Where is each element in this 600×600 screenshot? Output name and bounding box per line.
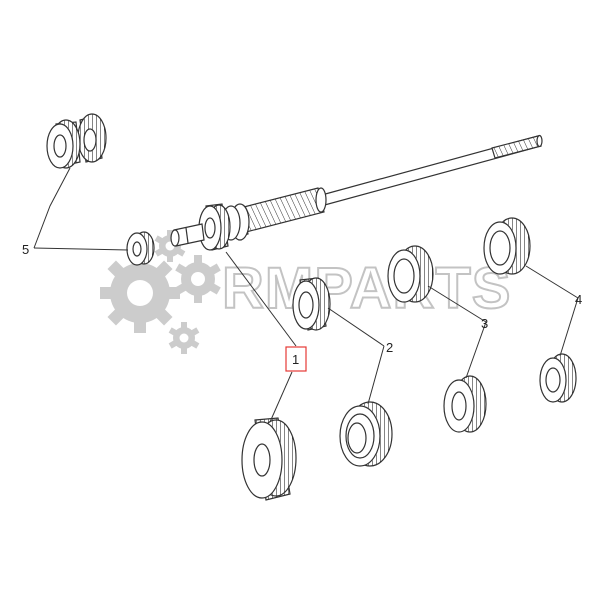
gear-4-upper bbox=[483, 217, 531, 275]
watermark-cog-medium-icon bbox=[175, 255, 221, 303]
leader-line-1b bbox=[269, 371, 293, 423]
gear-1-lower bbox=[241, 417, 297, 501]
gear-4-lower bbox=[539, 353, 577, 403]
leader-line-2b bbox=[367, 345, 385, 405]
watermark-cog-large-icon bbox=[100, 253, 180, 333]
main-shaft bbox=[221, 134, 543, 241]
leader-line-2 bbox=[327, 307, 385, 347]
callout-labels: 1 2 3 4 5 bbox=[22, 242, 582, 372]
leader-line-3 bbox=[427, 285, 487, 323]
gear-2-lower bbox=[339, 401, 393, 467]
gear-5-double bbox=[46, 113, 107, 169]
leader-line-4b bbox=[559, 297, 579, 357]
gear-3-lower bbox=[443, 375, 487, 433]
callout-1-highlight-box bbox=[285, 346, 307, 372]
callout-5-label: 5 bbox=[22, 242, 29, 257]
callout-1-label: 1 bbox=[292, 352, 299, 367]
leader-lines bbox=[33, 167, 579, 423]
callout-3-label: 3 bbox=[481, 316, 488, 331]
shaft-gear-1 bbox=[198, 203, 231, 251]
leader-line-5 bbox=[33, 167, 71, 249]
gear-2-upper bbox=[292, 277, 331, 331]
gear-5-small bbox=[126, 231, 155, 266]
callout-2-label: 2 bbox=[386, 340, 393, 355]
shaft-front-journal bbox=[170, 223, 205, 247]
leader-line-3b bbox=[465, 321, 487, 379]
watermark-cog-small-bottom-icon bbox=[168, 322, 200, 354]
leader-line-4 bbox=[525, 265, 579, 299]
callout-4-label: 4 bbox=[575, 292, 582, 307]
gear-3-upper bbox=[387, 245, 434, 303]
leader-line-1 bbox=[225, 251, 297, 347]
leader-line-5b bbox=[33, 247, 129, 251]
